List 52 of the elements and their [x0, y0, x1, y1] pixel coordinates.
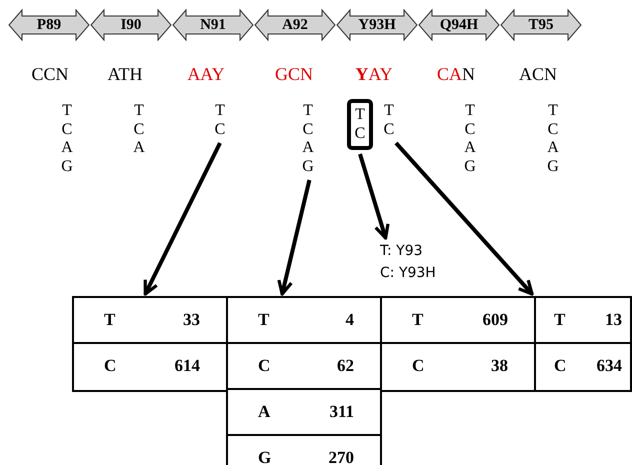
count-cell: 614 [174, 356, 200, 376]
count-cell: 13 [605, 310, 622, 330]
base-cell: T [258, 310, 270, 330]
codon-text: YAY [354, 64, 394, 85]
count-cell: 311 [329, 402, 354, 422]
nucleotide-column: T C A G [546, 102, 560, 176]
base-cell: T [104, 310, 116, 330]
codon-text: CAN [436, 64, 476, 85]
count-cell: 33 [183, 310, 200, 330]
base-cell: C [104, 356, 116, 376]
count-table [534, 296, 632, 392]
codon-text: GCN [274, 64, 314, 85]
nucleotide-column: T C A G [463, 102, 477, 176]
count-cell: 609 [482, 310, 508, 330]
nucleotide-column: T C [213, 102, 227, 139]
nucleotide-column: T C A G [60, 102, 74, 176]
count-cell: 62 [337, 356, 354, 376]
boxed-nucleotide-column: T C [347, 99, 373, 150]
arrow [394, 142, 534, 296]
arrow [144, 142, 222, 296]
codon-text: ACN [518, 64, 558, 85]
residue-segment: I90 [90, 8, 172, 42]
base-cell: A [258, 402, 270, 422]
residue-segment: N91 [172, 8, 254, 42]
codon-text: ATH [106, 64, 144, 85]
count-cell: 270 [328, 448, 354, 465]
base-cell: T [554, 310, 566, 330]
count-cell: 4 [346, 310, 354, 330]
nucleotide-column: T C A G [301, 102, 315, 176]
count-cell: 634 [596, 356, 622, 376]
residue-segment: A92 [254, 8, 336, 42]
arrow [277, 180, 312, 296]
codon-text: AAY [186, 64, 226, 85]
count-table [226, 296, 382, 465]
count-cell: 38 [491, 356, 508, 376]
nucleotide-column: T C [382, 102, 396, 139]
base-cell: C [412, 356, 424, 376]
count-table [380, 296, 536, 392]
residue-segment: Q94H [418, 8, 500, 42]
base-cell: T [412, 310, 424, 330]
base-cell: C [554, 356, 566, 376]
residue-segment: Y93H [336, 8, 418, 42]
residue-segment: T95 [500, 8, 582, 42]
base-cell: G [258, 448, 272, 465]
base-cell: C [258, 356, 270, 376]
annotation-text: T: Y93 [380, 242, 424, 261]
residue-segment: P89 [8, 8, 90, 42]
count-table [72, 296, 228, 392]
nucleotide-column: T C A [132, 102, 146, 158]
codon-text: CCN [30, 64, 70, 85]
annotation-text: C: Y93H [380, 264, 436, 283]
arrow [358, 153, 390, 240]
